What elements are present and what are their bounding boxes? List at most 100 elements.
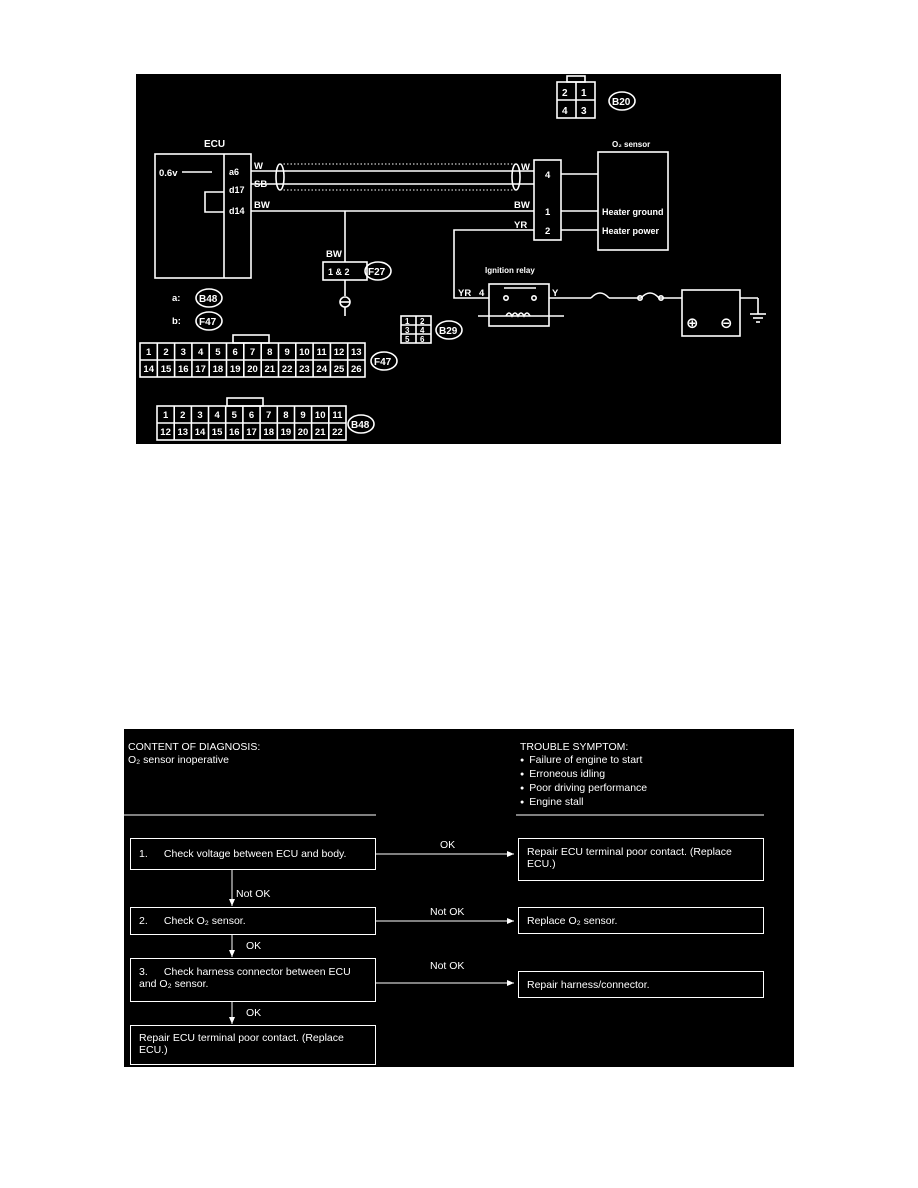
legend-a: a: [172,293,180,304]
step-3-box: 3. Check harness connector between ECU a… [130,958,376,1002]
battery-plus-icon: ⊕ [686,315,699,332]
b20-cell: 1 [581,88,587,99]
result-3-box: Repair harness/connector. [518,971,764,998]
connector-pin: 16 [229,427,240,438]
step-3-number: 3. [139,966,148,978]
connector-pin: 20 [247,364,258,375]
content-of-diagnosis: CONTENT OF DIAGNOSIS: O₂ sensor inoperat… [128,741,260,767]
result-2-text: Replace O₂ sensor. [527,915,618,927]
wire-sb: SB [254,179,267,190]
wiring-diagram: ECU 0.6v a6 d17 d14 W SB BW W BW YR BW Y… [136,74,781,444]
ecu-label: ECU [204,139,225,150]
connector-pin: 13 [178,427,189,438]
connector-pin: 7 [266,410,271,421]
connector-pin: 22 [332,427,343,438]
step-3-text: Check harness connector between ECU and … [139,966,351,990]
arrow-label-ok-3: OK [246,1007,262,1019]
ecu-pin-d14: d14 [229,206,245,216]
legend-a-id: B48 [199,294,218,305]
trouble-symptom: TROUBLE SYMPTOM: Failure of engine to st… [520,741,647,810]
connector-pin: 22 [282,364,293,375]
connector-pin: 12 [334,347,345,358]
connector-pin: 1 [163,410,169,421]
step-4-text: Repair ECU terminal poor contact. (Repla… [139,1032,344,1056]
connector-pin: 15 [212,427,223,438]
f27-id: F27 [368,267,386,278]
arrow-label-not-ok-1: Not OK [236,888,271,900]
b29-cell: 3 [405,326,410,335]
connector-pin: 21 [265,364,276,375]
connector-pin: 3 [181,347,186,358]
f27-pins-label: 1 & 2 [328,267,350,277]
wire-bw-drop: BW [326,249,342,260]
connector-pin: 2 [180,410,185,421]
arrow-label-ok-1: OK [440,839,456,851]
symptom-item: Engine stall [520,796,647,810]
f47-id: F47 [374,357,392,368]
result-3-text: Repair harness/connector. [527,979,650,991]
step-2-number: 2. [139,915,148,927]
connector-pin: 17 [195,364,206,375]
sensor-terminal-1: 1 [545,207,551,218]
connector-pin: 18 [213,364,224,375]
wire-yr-sensor: YR [514,220,527,231]
connector-pin: 13 [351,347,362,358]
b20-id: B20 [612,97,631,108]
connector-pin: 23 [299,364,310,375]
result-1-text: Repair ECU terminal poor contact. (Repla… [527,846,732,870]
step-2-box: 2. Check O₂ sensor. [130,907,376,935]
connector-pin: 5 [215,347,221,358]
connector-pin: 9 [300,410,305,421]
connector-pin: 1 [146,347,152,358]
step-1-text: Check voltage between ECU and body. [163,848,347,860]
content-title: CONTENT OF DIAGNOSIS: [128,741,261,753]
flowchart-lines [124,814,764,1024]
b29-cell: 2 [420,317,425,326]
b29-cell: 6 [420,335,425,344]
connector-pin: 7 [250,347,255,358]
b29-id: B29 [439,326,458,337]
symptom-item: Failure of engine to start [520,754,647,768]
connector-pin: 19 [230,364,241,375]
arrow-label-ok-2: OK [246,940,262,952]
wire-y-relay: Y [552,288,559,299]
ecu-voltage: 0.6v [159,168,178,179]
connector-pin: 6 [249,410,254,421]
sensor-title: O₂ sensor [612,140,650,149]
b29-cell: 5 [405,335,410,344]
connector-pin: 21 [315,427,326,438]
connector-pin: 20 [298,427,309,438]
b20-cell: 2 [562,88,568,99]
b48-id: B48 [351,420,370,431]
diagnosis-flowchart: CONTENT OF DIAGNOSIS: O₂ sensor inoperat… [124,729,794,1067]
battery-minus-icon: ⊖ [720,315,733,332]
connector-pin: 9 [284,347,289,358]
connector-pin: 10 [299,347,310,358]
sensor-terminal-4: 4 [545,170,551,181]
relay-pin-4: 4 [479,288,485,299]
connector-pin: 26 [351,364,362,375]
connector-pin: 24 [316,364,327,375]
connector-pin: 8 [267,347,272,358]
connector-pin: 6 [233,347,238,358]
connector-pin: 19 [281,427,292,438]
step-4-box: Repair ECU terminal poor contact. (Repla… [130,1025,376,1065]
connector-pin: 4 [214,410,220,421]
symptom-list: Failure of engine to start Erroneous idl… [520,754,647,810]
result-1-box: Repair ECU terminal poor contact. (Repla… [518,838,764,881]
connector-pin: 25 [334,364,345,375]
step-1-box: 1. Check voltage between ECU and body. [130,838,376,870]
content-text: O₂ sensor inoperative [128,754,229,766]
wire-w-sensor: W [521,162,530,173]
ecu-pin-d17: d17 [229,185,245,195]
ecu-pin-a6: a6 [229,167,239,177]
connector-pin: 5 [232,410,238,421]
b29-cell: 4 [420,326,425,335]
heater-power-label: Heater power [602,226,660,236]
arrow-label-not-ok-3: Not OK [430,960,465,972]
connector-pin: 4 [198,347,204,358]
connector-pin: 10 [315,410,326,421]
wiring-svg: ECU 0.6v a6 d17 d14 W SB BW W BW YR BW Y… [139,75,766,441]
result-2-box: Replace O₂ sensor. [518,907,764,934]
connector-pin: 11 [332,410,343,421]
